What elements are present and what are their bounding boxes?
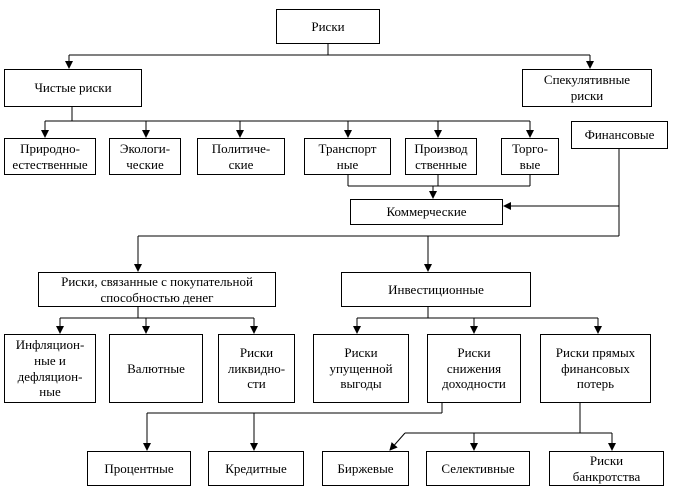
node-direct-losses: Риски прямых финансовых потерь xyxy=(540,334,651,403)
node-natural: Природно- естественные xyxy=(4,138,96,175)
node-investment: Инвестиционные xyxy=(341,272,531,307)
node-selective: Селективные xyxy=(426,451,530,486)
arrow-to-exchange xyxy=(389,432,406,451)
node-speculative-risks: Спекулятивные риски xyxy=(522,69,652,107)
node-credit: Кредитные xyxy=(208,451,304,486)
node-yield-decline: Риски снижения доходности xyxy=(427,334,521,403)
node-inflation: Инфляцион- ные и дефляцион- ные xyxy=(4,334,96,403)
node-exchange: Биржевые xyxy=(322,451,409,486)
node-interest: Процентные xyxy=(87,451,191,486)
node-currency: Валютные xyxy=(109,334,203,403)
node-purchasing-power: Риски, связанные с покупательной способн… xyxy=(38,272,276,307)
node-bankruptcy: Риски банкротства xyxy=(549,451,664,486)
node-financial: Финансовые xyxy=(571,121,668,149)
node-transport: Транспорт ные xyxy=(304,138,391,175)
node-pure-risks: Чистые риски xyxy=(4,69,142,107)
node-trade: Торго- вые xyxy=(501,138,559,175)
node-political: Политиче- ские xyxy=(197,138,285,175)
node-production: Производ ственные xyxy=(405,138,477,175)
node-ecological: Экологи- ческие xyxy=(109,138,181,175)
node-risks: Риски xyxy=(276,9,380,44)
node-commercial: Коммерческие xyxy=(350,199,503,225)
node-liquidity: Риски ликвидно- сти xyxy=(218,334,295,403)
node-lost-profit: Риски упущенной выгоды xyxy=(313,334,409,403)
